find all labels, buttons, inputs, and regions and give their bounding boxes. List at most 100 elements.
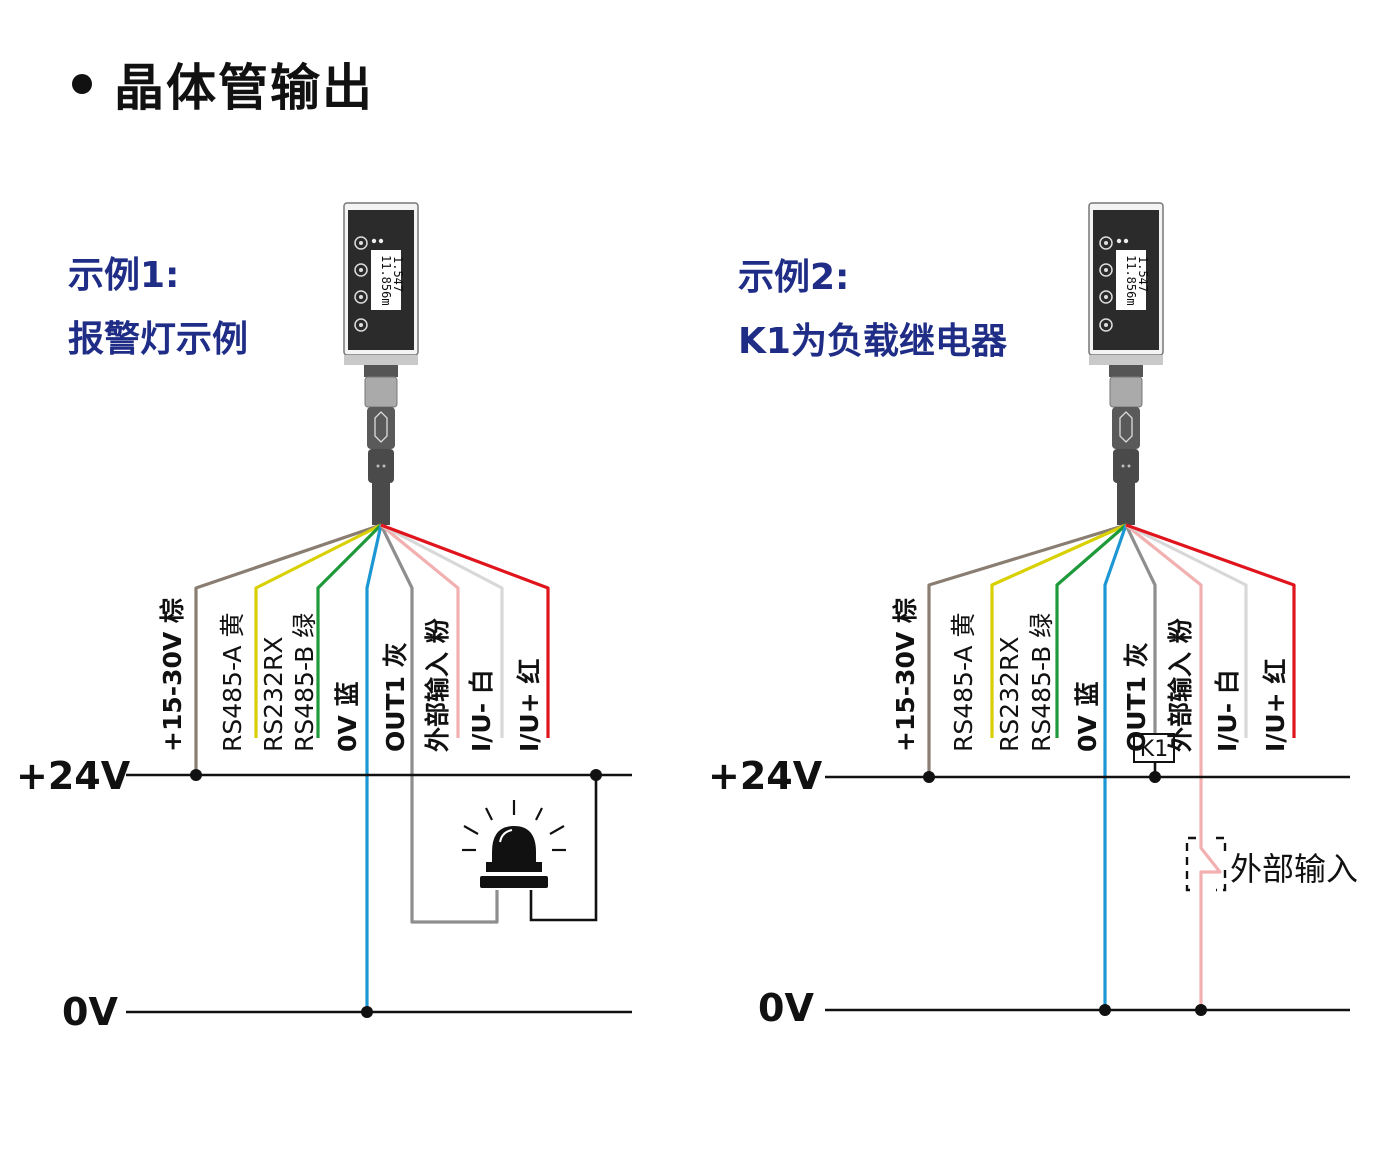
ex1-wire-label-2: RS485-A 黄: [218, 613, 247, 752]
ex1-wire-label-1: +15-30V 棕: [158, 598, 187, 752]
ex1-connector-grip-icon: [374, 411, 388, 443]
ex1-wire-brown: [194, 523, 382, 775]
ex2-wire-label-3: RS232RX: [995, 637, 1024, 752]
ex1-0v-label: 0V: [62, 990, 118, 1034]
ex2-sensor-screen: [1116, 250, 1146, 310]
ex1-wire-yellow: [254, 523, 382, 738]
example1-title-line2: 报警灯示例: [68, 319, 249, 360]
ex2-wire-red: [1125, 523, 1296, 738]
ex2-connector-dot-1: [1121, 464, 1125, 468]
ex1-wire-gray: [379, 524, 499, 924]
alarm-lamp-icon: [462, 775, 598, 922]
ex1-plus24v-label: +24V: [16, 754, 131, 798]
ex2-plus24v-label: +24V: [708, 754, 823, 798]
ex2-wire-white: [1125, 523, 1248, 738]
ex1-sensor-button-dot-2: [359, 268, 363, 272]
ex1-wire-label-8: I/U- 白: [467, 669, 496, 752]
junction-dot-4: [923, 771, 935, 783]
alarm-lamp-ray-4: [463, 825, 479, 835]
ex2-wire-label-5: 0V 蓝: [1073, 682, 1102, 752]
ex1-connector-body: [367, 407, 395, 449]
ex2-connector-dot-2: [1127, 464, 1131, 468]
ex1-connector-dot-2: [382, 464, 386, 468]
ex2-0v-label: 0V: [758, 986, 814, 1030]
ex1-wire-pink: [379, 523, 460, 738]
junction-dot-7: [1195, 1004, 1207, 1016]
ex1-sensor-base: [344, 355, 418, 365]
ex2-wire-label-9: I/U+ 红: [1261, 659, 1290, 752]
external-input-switch-left-bracket: [1185, 836, 1196, 892]
alarm-lamp-ray-2: [485, 807, 493, 821]
ex2-connector-top: [1109, 365, 1143, 377]
ex2-sensor-base: [1089, 355, 1163, 365]
ex2-wire-label-4: RS485-B 绿: [1027, 613, 1056, 752]
ex2-sensor-small-value: 1.547: [1136, 256, 1150, 292]
ex1-wire-label-7: 外部输入 粉: [423, 618, 452, 752]
alarm-lamp-ray-5: [549, 825, 565, 835]
ex2-sensor-button-dot-2: [1104, 268, 1108, 272]
ex1-wire-blue: [365, 524, 383, 1012]
alarm-lamp-return-wire: [529, 775, 598, 922]
external-input-switch-right-bottom: [1216, 870, 1227, 892]
junction-dot-6: [1099, 1004, 1111, 1016]
ex2-connector-grip-icon: [1119, 411, 1133, 443]
ex2-wire-label-1: +15-30V 棕: [891, 598, 920, 752]
ex1-wire-white: [380, 523, 504, 738]
ex2-connector-sleeve: [1113, 449, 1139, 483]
ex2-wire-pink: [1125, 523, 1222, 1010]
ex2-wire-gray: [1124, 524, 1157, 738]
ex1-sensor-button-dot-3: [359, 295, 363, 299]
example1-title: 示例1: 报警灯示例: [68, 244, 248, 372]
ex1-wire-red: [380, 523, 550, 738]
ex2-wire-label-7: 外部输入 粉: [1166, 618, 1195, 752]
ex1-wire-label-5: 0V 蓝: [333, 682, 362, 752]
ex2-sensor-main-value: 11.856m: [1124, 255, 1138, 306]
ex2-sensor-button-dot-1: [1104, 241, 1108, 245]
k1-relay-label: K1: [1140, 737, 1168, 762]
example2-title: 示例2: K1为负载继电器: [738, 246, 1007, 374]
ex2-connector-nut: [1109, 376, 1143, 408]
heading: 晶体管输出: [72, 48, 374, 120]
bullet-icon: [72, 74, 92, 94]
ex1-sensor-button-dot-1: [359, 241, 363, 245]
ex2-wire-green: [1055, 523, 1128, 738]
ex1-wire-label-9: I/U+ 红: [515, 659, 544, 752]
ex1-wire-fan: [194, 523, 550, 1012]
example1-title-line1: 示例1:: [68, 255, 180, 296]
ex2-wire-blue: [1103, 524, 1128, 1010]
ex1-connector-sleeve: [368, 449, 394, 483]
ex1-sensor-led-1: [371, 238, 377, 244]
ex2-sensor-led-2: [1123, 238, 1129, 244]
junction-dot-3: [361, 1006, 373, 1018]
ex2-sensor-button-dot-3: [1104, 295, 1108, 299]
ex2-wire-label-8: I/U- 白: [1213, 669, 1242, 752]
external-input-label: 外部输入: [1230, 850, 1359, 888]
ex2-cable: [1117, 483, 1135, 525]
alarm-lamp-ray-3: [535, 807, 543, 821]
ex1-wire-label-4: RS485-B 绿: [290, 613, 319, 752]
alarm-lamp-base: [480, 876, 548, 888]
ex1-cable: [372, 483, 390, 525]
alarm-lamp-dome: [492, 826, 536, 862]
ex1-wire-label-6: OUT1 灰: [381, 642, 410, 752]
ex2-sensor-led-1: [1116, 238, 1122, 244]
k1-relay-box: [1133, 733, 1175, 763]
ex1-connector-dot-1: [376, 464, 380, 468]
junction-dot-1: [190, 769, 202, 781]
ex2-wire-fan: [927, 523, 1296, 1010]
ex1-connector-top: [364, 365, 398, 377]
ex2-wire-yellow: [990, 523, 1127, 738]
ex1-sensor-screen: [371, 250, 401, 310]
alarm-lamp-shine: [499, 829, 513, 843]
ex1-sensor-led-2: [378, 238, 384, 244]
example2-title-line1: 示例2:: [738, 257, 850, 298]
ex1-wire-label-3: RS232RX: [259, 637, 288, 752]
ex2-wire-label-6: OUT1 灰: [1122, 642, 1151, 752]
ex2-wire-brown: [927, 523, 1127, 775]
alarm-lamp-collar: [486, 862, 542, 872]
ex1-wire-green: [316, 523, 383, 738]
